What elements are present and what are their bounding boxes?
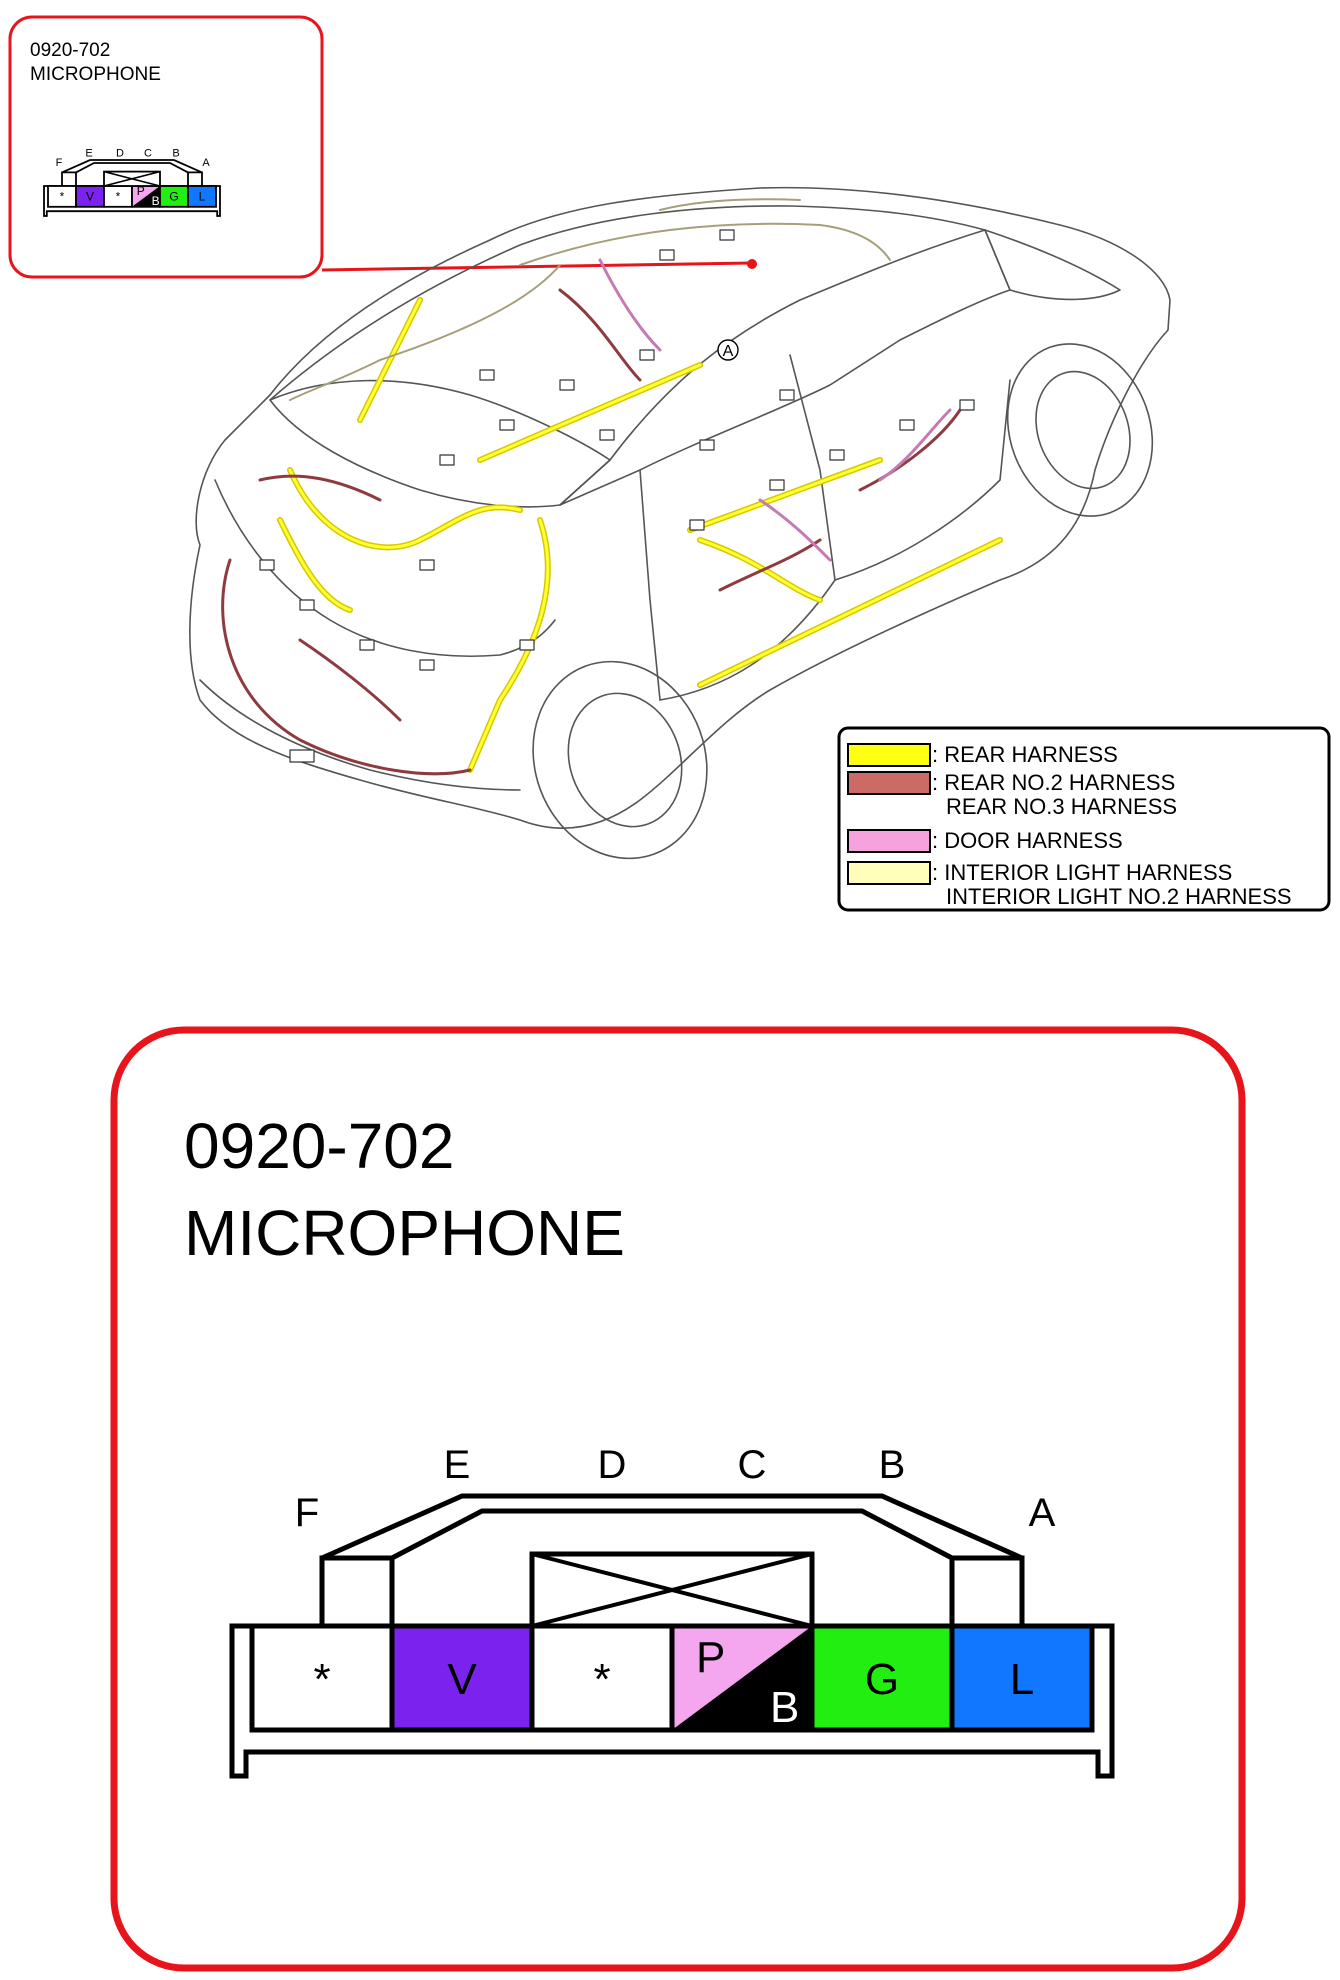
- car-bumper: [199, 679, 521, 791]
- legend-swatch: [847, 743, 931, 767]
- cell-3-lower: [672, 1626, 812, 1730]
- small-connector-code: 0920-702: [30, 40, 110, 61]
- cell-label: L: [1010, 1655, 1034, 1704]
- pin-label-e: E: [444, 1443, 471, 1487]
- small-latch-posts: [61, 171, 203, 186]
- small-pin-label-b: B: [172, 147, 179, 159]
- cell-label: B: [770, 1683, 799, 1732]
- latch-bridge: [320, 1493, 1024, 1561]
- legend-label: REAR NO.3 HARNESS: [946, 794, 1177, 819]
- legend-swatch: [847, 829, 931, 853]
- car-front-wheel-rim: [1035, 370, 1131, 490]
- cell-5: [949, 1623, 1095, 1733]
- legend-swatch: [847, 861, 931, 885]
- pin-label-c: C: [738, 1443, 767, 1487]
- cell-label: *: [593, 1655, 610, 1704]
- car-roof-line: [269, 205, 986, 401]
- pin-label-d: D: [598, 1443, 627, 1487]
- cell-label: V: [447, 1655, 477, 1704]
- car-front-wheel: [1006, 343, 1154, 517]
- small-cell-label: P: [137, 184, 145, 198]
- small-cell-label: G: [169, 190, 178, 204]
- small-pin-label-f: F: [56, 157, 63, 169]
- car-b-pillar: [789, 354, 836, 581]
- car-rear-wheel: [532, 660, 708, 860]
- small-pin-label-c: C: [144, 147, 152, 159]
- connector-name: MICROPHONE: [184, 1197, 625, 1269]
- car-body-outline: [189, 186, 1171, 829]
- cell-4: [809, 1623, 955, 1733]
- small-latch-bridge: [61, 159, 203, 174]
- small-key-cross: [103, 170, 161, 187]
- legend-frame: [837, 726, 1331, 912]
- car-rear-wheel-rim: [567, 692, 683, 828]
- small-pin-label-a: A: [202, 157, 210, 169]
- small-cell-label: L: [199, 190, 206, 204]
- cell-1: [389, 1623, 535, 1733]
- legend-label: : REAR NO.2 HARNESS: [932, 770, 1175, 795]
- legend-swatch: [847, 771, 931, 795]
- legend-label: INTERIOR LIGHT NO.2 HARNESS: [946, 884, 1292, 909]
- key-cross: [531, 1552, 813, 1628]
- harness-wires: [221, 198, 1003, 776]
- car-illustration: [189, 186, 1171, 860]
- car-tailgate: [214, 479, 556, 658]
- cell-label: G: [865, 1655, 899, 1704]
- legend-label: : DOOR HARNESS: [932, 828, 1123, 853]
- latch-posts: [319, 1555, 1025, 1626]
- rear-no2-harness-wire: [221, 288, 962, 776]
- small-cell-label: *: [116, 190, 121, 204]
- connector-code: 0920-702: [184, 1110, 454, 1182]
- microphone-location-dot: [747, 259, 757, 269]
- harness-connectors: [259, 229, 975, 763]
- small-cell-label: *: [60, 190, 65, 204]
- callout-leader-line: [321, 261, 753, 272]
- svg-text:A: A: [723, 343, 734, 360]
- small-cell-label: B: [152, 194, 160, 208]
- small-cell-label: V: [86, 190, 94, 204]
- door-harness-wire: [598, 258, 952, 562]
- cell-label: *: [313, 1655, 330, 1704]
- legend-label: : INTERIOR LIGHT HARNESS: [932, 860, 1232, 885]
- car-front-door-edge: [834, 379, 1011, 581]
- cell-label: P: [696, 1633, 725, 1682]
- location-marker-a: A: [717, 339, 739, 361]
- pin-label-a: A: [1029, 1491, 1056, 1535]
- legend-label: : REAR HARNESS: [932, 742, 1118, 767]
- car-rear-window: [269, 379, 611, 508]
- pin-label-f: F: [295, 1491, 319, 1535]
- small-cell-3-lower: [132, 186, 160, 207]
- pin-label-b: B: [879, 1443, 906, 1487]
- small-pin-label-e: E: [85, 147, 92, 159]
- small-pin-label-d: D: [116, 147, 124, 159]
- interior-light-harness-wire: [289, 198, 891, 401]
- car-windshield: [984, 229, 1121, 301]
- car-rear-door-edge: [659, 579, 836, 701]
- small-connector-name: MICROPHONE: [30, 64, 161, 85]
- car-c-pillar: [639, 469, 661, 701]
